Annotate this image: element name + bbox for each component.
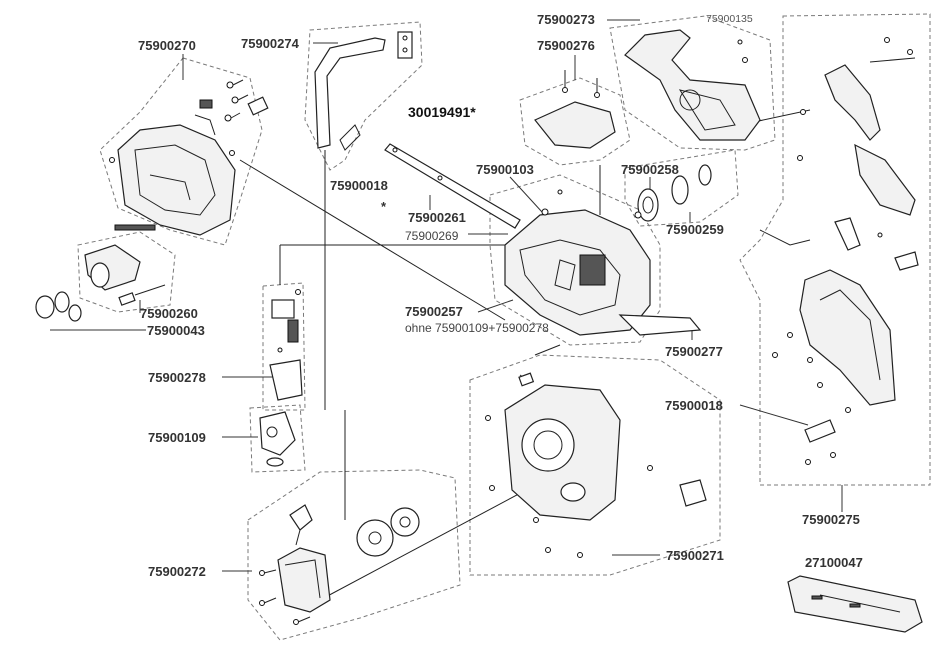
label-75900257: 75900257 (405, 304, 463, 319)
label-75900109: 75900109 (148, 430, 206, 445)
group-outline-crankcase (469, 354, 721, 576)
filter-cover-part (534, 70, 616, 149)
engine-block-part (504, 189, 702, 336)
label-75900271: 75900271 (666, 548, 724, 563)
label-75900258: 75900258 (621, 162, 679, 177)
label-75900272: 75900272 (148, 564, 206, 579)
assembly-line-1 (239, 159, 506, 321)
label-note-257: ohne 75900109+75900278 (405, 321, 549, 335)
group-outline-fan-housing (247, 469, 461, 641)
label-75900277: 75900277 (665, 344, 723, 359)
clutch-part (634, 164, 712, 222)
front-handle-part (314, 31, 413, 151)
label-75900269: 75900269 (405, 229, 459, 243)
label-75900135: 75900135 (706, 13, 753, 25)
starter-part (35, 224, 166, 322)
group-outline-trigger (249, 404, 306, 473)
label-75900270: 75900270 (138, 38, 196, 53)
rear-handle-housing-part (109, 79, 269, 236)
label-27100047: 27100047 (805, 555, 863, 570)
fan-housing-part (259, 504, 420, 625)
bar-cover-part (787, 575, 923, 633)
label-30019491: 30019491* (408, 104, 476, 120)
assembly-line-6 (319, 479, 546, 601)
throttle-part (269, 289, 303, 401)
label-75900260: 75900260 (140, 306, 198, 321)
guide-bar-part (384, 143, 521, 229)
leader-75900257 (477, 299, 514, 313)
label-75900259: 75900259 (666, 222, 724, 237)
label-asterisk: * (381, 199, 387, 214)
label-75900274: 75900274 (241, 36, 300, 51)
label-75900103: 75900103 (476, 162, 534, 177)
trigger-part (259, 411, 296, 467)
label-75900278: 75900278 (148, 370, 206, 385)
group-outline-clutch (624, 149, 739, 227)
hand-guard-part (759, 37, 919, 465)
label-75900018-right: 75900018 (665, 398, 723, 413)
crankcase-part (485, 344, 707, 558)
label-75900275: 75900275 (802, 512, 860, 527)
leader-75900018-right (739, 404, 809, 426)
sprocket-cover-part (624, 29, 761, 141)
label-75900273: 75900273 (537, 12, 595, 27)
label-75900276: 75900276 (537, 38, 595, 53)
group-outline-chain-brake-cover (609, 15, 776, 151)
leader-75900103 (509, 176, 543, 213)
label-75900043: 75900043 (147, 323, 205, 338)
label-75900261: 75900261 (408, 210, 466, 225)
group-outline-starter (77, 231, 176, 313)
group-outline-brake-handle (739, 13, 931, 486)
group-outline-filter-cover (519, 77, 631, 166)
label-75900018-top: 75900018 (330, 178, 388, 193)
